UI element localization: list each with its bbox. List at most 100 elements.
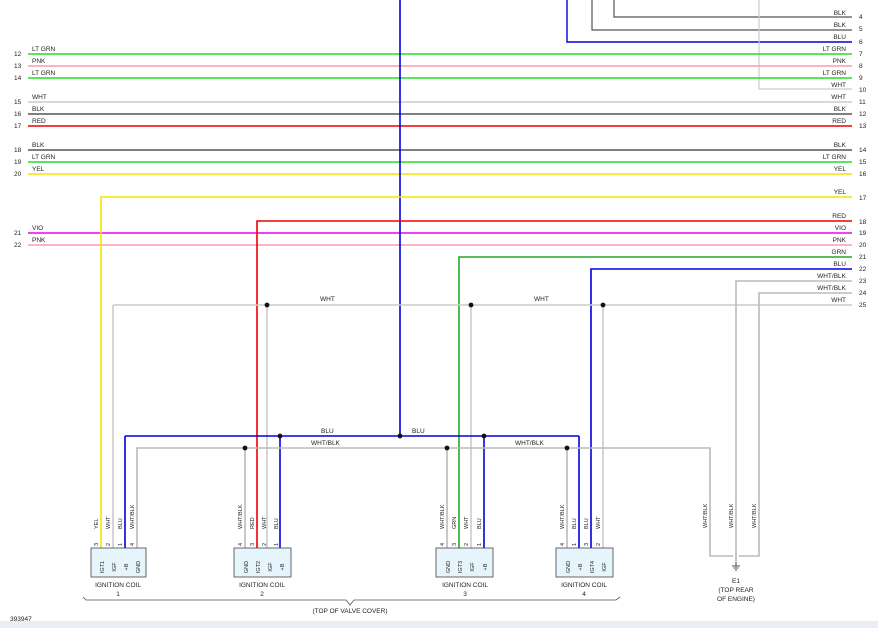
coil-pin-number: 2 xyxy=(106,543,112,546)
coil-pin-function: IGT3 xyxy=(458,561,464,573)
coil-pin-number: 3 xyxy=(94,543,100,546)
coil-pin-number: 1 xyxy=(118,543,124,546)
splice-dot xyxy=(444,445,450,451)
coil-pin-number: 1 xyxy=(572,543,578,546)
coil-pin-function: +B xyxy=(124,563,130,570)
coil-name: IGNITION COIL xyxy=(442,582,488,589)
coil-wire-label: BLU xyxy=(118,518,124,529)
wire-wht-10 xyxy=(758,0,852,90)
coil-wire-label: BLU xyxy=(572,518,578,529)
bracket-label: (TOP OF VALVE COVER) xyxy=(312,608,387,615)
coil-pin-number: 4 xyxy=(560,543,566,546)
right-wire-color: BLU xyxy=(833,34,846,41)
right-wire-number: 12 xyxy=(859,111,867,118)
wire-whtblk-23 xyxy=(735,280,852,562)
coil-wire-label: WHT/BLK xyxy=(130,504,136,529)
ground-location: (TOP REAR xyxy=(718,587,753,594)
left-wire-number: 12 xyxy=(14,51,22,58)
left-wire-number: 15 xyxy=(14,99,22,106)
right-wire-color: VIO xyxy=(835,225,846,232)
splice-dot xyxy=(277,433,283,439)
coil-pin-number: 3 xyxy=(452,543,458,546)
coil-number: 2 xyxy=(260,591,264,598)
left-wire-color: LT GRN xyxy=(32,46,56,53)
right-wire-labels: BLK 4 BLK 5 BLU 6 LT GRN 7 PNK 8 LT GRN … xyxy=(817,10,867,309)
coil-pin-number: 2 xyxy=(464,543,470,546)
right-wire-color: PNK xyxy=(833,237,847,244)
left-wire-number: 19 xyxy=(14,159,22,166)
right-wire-color: LT GRN xyxy=(823,154,847,161)
coil-pin-function: GND xyxy=(566,561,572,573)
coil-box xyxy=(233,547,292,578)
coil-pin-function: IGT1 xyxy=(100,561,106,573)
coil-pin-function: IGF xyxy=(112,562,118,572)
left-wire-color: BLK xyxy=(32,106,45,113)
coil-pin-number: 1 xyxy=(274,543,280,546)
right-wire-color: WHT/BLK xyxy=(817,285,847,292)
coil-wire-label: YEL xyxy=(94,519,100,529)
right-wire-number: 5 xyxy=(859,26,863,33)
bus-label-blu: BLU xyxy=(321,428,334,435)
bus-label-whtblk: WHT/BLK xyxy=(515,440,545,447)
bus-label-whtblk: WHT/BLK xyxy=(311,440,341,447)
bus-label-blu: BLU xyxy=(412,428,425,435)
coil-pin-number: 1 xyxy=(477,543,483,546)
wire-red-18 xyxy=(256,220,852,548)
wire-blu-22 xyxy=(590,268,852,548)
right-wire-color: WHT/BLK xyxy=(817,273,847,280)
coil-wire-label: WHT/BLK xyxy=(560,504,566,529)
ignition-coil-4: WHT/BLK BLU BLU WHT 4 1 3 2 GND +B IGT4 … xyxy=(555,504,614,598)
right-wire-number: 18 xyxy=(859,219,867,226)
right-wire-number: 21 xyxy=(859,254,867,261)
coil-wire-label: WHT xyxy=(106,516,112,529)
right-wire-color: RED xyxy=(832,213,846,220)
right-wire-color: WHT xyxy=(831,94,846,101)
coil-box xyxy=(555,547,614,578)
left-wire-color: RED xyxy=(32,118,46,125)
right-wire-color: LT GRN xyxy=(823,46,847,53)
splice-dot xyxy=(468,302,474,308)
right-wire-number: 22 xyxy=(859,266,867,273)
right-wire-number: 4 xyxy=(859,14,863,21)
right-wire-number: 14 xyxy=(859,147,867,154)
right-wire-number: 8 xyxy=(859,63,863,70)
left-wire-labels: 12 LT GRN 13 PNK 14 LT GRN 15 WHT 16 BLK… xyxy=(14,46,56,249)
coil-wire-label: WHT xyxy=(464,516,470,529)
coil-pin-function: GND xyxy=(446,561,452,573)
left-wire-number: 16 xyxy=(14,111,22,118)
coil-pin-function: IGT2 xyxy=(256,561,262,573)
right-wire-number: 17 xyxy=(859,195,867,202)
coil-wire-label: BLU xyxy=(477,518,483,529)
left-wire-number: 21 xyxy=(14,230,22,237)
coil-pin-function: +B xyxy=(578,563,584,570)
right-wire-color: WHT xyxy=(831,297,846,304)
bus-label-wht: WHT xyxy=(320,296,335,303)
left-wire-color: LT GRN xyxy=(32,154,56,161)
coil-pin-function: +B xyxy=(280,563,286,570)
coil-pin-function: GND xyxy=(136,561,142,573)
splice-dot xyxy=(564,445,570,451)
coil-wire-label: RED xyxy=(250,517,256,529)
right-wire-number: 20 xyxy=(859,242,867,249)
left-wire-color: WHT xyxy=(32,94,47,101)
coil-pin-number: 3 xyxy=(584,543,590,546)
left-wire-number: 20 xyxy=(14,171,22,178)
right-wire-number: 25 xyxy=(859,302,867,309)
ignition-coil-1: YEL WHT BLU WHT/BLK 3 2 1 4 IGT1 IGF +B … xyxy=(90,504,147,598)
coil-number: 4 xyxy=(582,591,586,598)
coil-pin-function: IGT4 xyxy=(590,561,596,573)
splice-dot xyxy=(481,433,487,439)
right-wire-color: WHT xyxy=(831,82,846,89)
right-wire-color: BLK xyxy=(834,22,847,29)
right-wire-color: YEL xyxy=(834,189,847,196)
right-wire-color: YEL xyxy=(834,166,847,173)
ground-location: OF ENGINE) xyxy=(717,596,755,603)
ground-wire-label: WHT/BLK xyxy=(729,503,735,528)
coil-pin-function: IGF xyxy=(268,562,274,572)
left-wire-color: VIO xyxy=(32,225,43,232)
coil-pin-function: IGF xyxy=(602,562,608,572)
coil-pin-number: 3 xyxy=(250,543,256,546)
left-wire-color: PNK xyxy=(32,237,46,244)
coil-name: IGNITION COIL xyxy=(561,582,607,589)
